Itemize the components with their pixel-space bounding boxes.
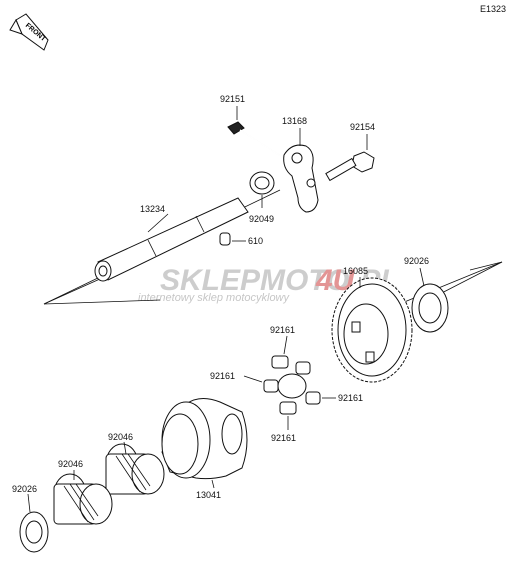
- washer-92026-top: [411, 283, 449, 333]
- label-92154: 92154: [350, 122, 375, 132]
- label-92161-b: 92161: [210, 371, 235, 381]
- label-13041: 13041: [196, 490, 221, 500]
- watermark-brand: SKLEPMOTO: [160, 264, 349, 297]
- label-92026-top: 92026: [404, 256, 429, 266]
- gear-16085: [331, 277, 413, 383]
- rollers-92161: [263, 355, 321, 415]
- label-92161-a: 92161: [270, 325, 295, 335]
- label-92151: 92151: [220, 94, 245, 104]
- label-92049: 92049: [249, 214, 274, 224]
- bolt-92151: [227, 121, 291, 163]
- seal-92049: [249, 171, 275, 195]
- shaft-13234: [94, 197, 249, 282]
- label-92161-d: 92161: [271, 433, 296, 443]
- diagram-code: E1323: [480, 4, 506, 14]
- watermark-tagline: internetowy sklep motocyklowy: [138, 292, 291, 304]
- label-13168: 13168: [282, 116, 307, 126]
- hub-13041: [161, 398, 248, 480]
- needle-bearing-92046-b: [53, 473, 113, 525]
- label-92161-c: 92161: [338, 393, 363, 403]
- washer-92026-bottom: [19, 511, 49, 553]
- front-arrow-icon: FRONT: [9, 13, 49, 51]
- bolt-92154: [325, 151, 375, 182]
- label-610: 610: [248, 236, 263, 246]
- pin-610: [219, 232, 231, 246]
- label-92026-bottom: 92026: [12, 484, 37, 494]
- lever-13168: [283, 144, 319, 213]
- label-13234: 13234: [140, 204, 165, 214]
- label-92046-a: 92046: [108, 432, 133, 442]
- label-92046-b: 92046: [58, 459, 83, 469]
- needle-bearing-92046-a: [105, 443, 165, 495]
- label-16085: 16085: [343, 266, 368, 276]
